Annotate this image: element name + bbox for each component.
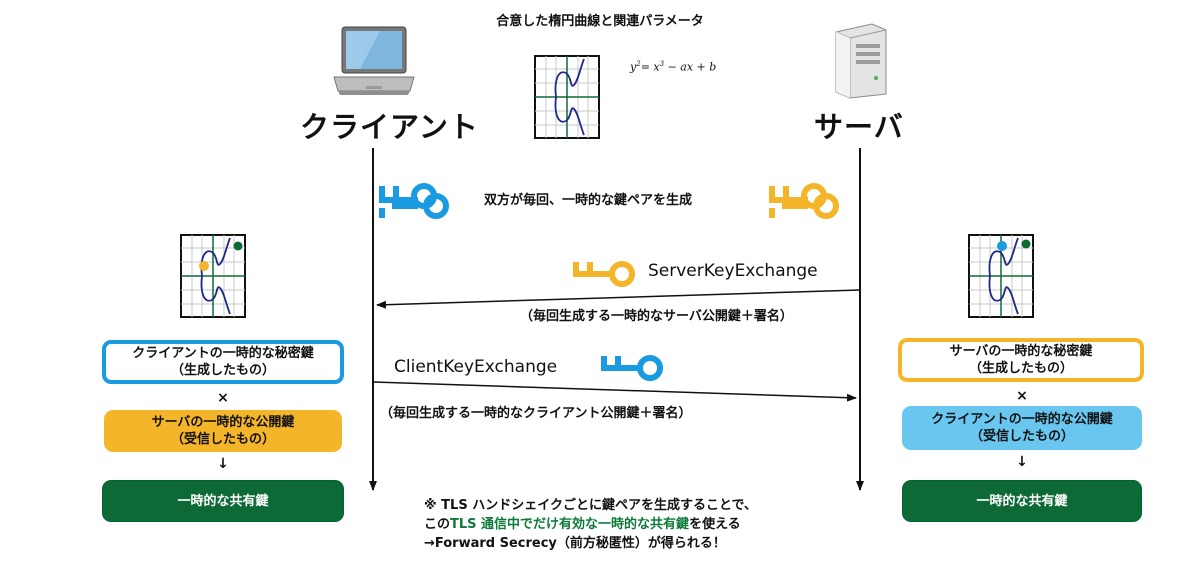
client-received-public-key-line1: サーバの一時的な公開鍵 [151,415,295,430]
server-private-key-line1: サーバの一時的な秘密鍵 [949,344,1093,359]
client-received-public-key-line2: （受信したもの） [170,432,275,447]
server-times-sign: × [1016,388,1028,404]
client-curve-graph [180,234,246,318]
curve-equation: y2= x3 − ax + b [630,60,717,74]
client-title: クライアント [300,110,479,144]
server-icon [835,23,887,99]
server-key-exchange-label: ServerKeyExchange [648,261,818,281]
client-shared-key-label: 一時的な共有鍵 [177,493,269,509]
server-private-key-line2: （生成したもの） [968,361,1073,376]
note-line2-highlight: TLS 通信中でだけ有効な一時的な共有鍵 [450,517,690,532]
server-title: サーバ [814,110,904,144]
client-down-arrow: ↓ [217,456,229,472]
server-received-public-key-line1: クライアントの一時的な公開鍵 [931,412,1113,427]
laptop-icon [333,26,415,95]
client-shared-key-box: 一時的な共有鍵 [102,480,344,522]
note-line3: →Forward Secrecy（前方秘匿性）が得られる！ [424,536,726,551]
elliptic-curve-graph [534,55,600,139]
server-private-key-box: サーバの一時的な秘密鍵 （生成したもの） [898,338,1144,382]
client-private-key-box: クライアントの一時的な秘密鍵 （生成したもの） [102,340,344,384]
note-line1: ※ TLS ハンドシェイクごとに鍵ペアを生成することで、 [424,498,758,513]
client-key-exchange-sub: （毎回生成する一時的なクライアント公開鍵＋署名） [380,406,692,421]
client-public-key-icon [601,355,663,381]
client-key-pair-icon [379,183,449,219]
server-received-public-key-box: クライアントの一時的な公開鍵 （受信したもの） [902,406,1142,450]
server-shared-key-label: 一時的な共有鍵 [976,493,1068,509]
server-received-public-key-line2: （受信したもの） [969,429,1074,444]
server-down-arrow: ↓ [1016,454,1028,470]
client-received-public-key-box: サーバの一時的な公開鍵 （受信したもの） [104,410,342,452]
client-key-exchange-label: ClientKeyExchange [394,357,558,377]
server-shared-key-box: 一時的な共有鍵 [902,480,1142,522]
keypair-caption: 双方が毎回、一時的な鍵ペアを生成 [484,193,693,208]
note-line2-post: を使える [689,517,741,532]
curve-title: 合意した楕円曲線と関連パラメータ [496,14,704,29]
server-curve-graph [968,234,1034,318]
server-key-pair-icon [769,183,839,219]
server-key-exchange-arrow [376,289,861,309]
server-public-key-icon [573,261,635,287]
client-times-sign: × [217,390,229,406]
forward-secrecy-note: ※ TLS ハンドシェイクごとに鍵ペアを生成することで、 このTLS 通信中でだ… [424,496,757,553]
note-line2-pre: この [424,517,451,532]
client-private-key-line2: （生成したもの） [170,363,275,378]
server-key-exchange-sub: （毎回生成する一時的なサーバ公開鍵＋署名） [520,309,793,324]
note-line2: このTLS 通信中でだけ有効な一時的な共有鍵を使える [424,515,757,534]
client-key-exchange-arrow [372,381,857,402]
client-private-key-line1: クライアントの一時的な秘密鍵 [132,346,314,361]
